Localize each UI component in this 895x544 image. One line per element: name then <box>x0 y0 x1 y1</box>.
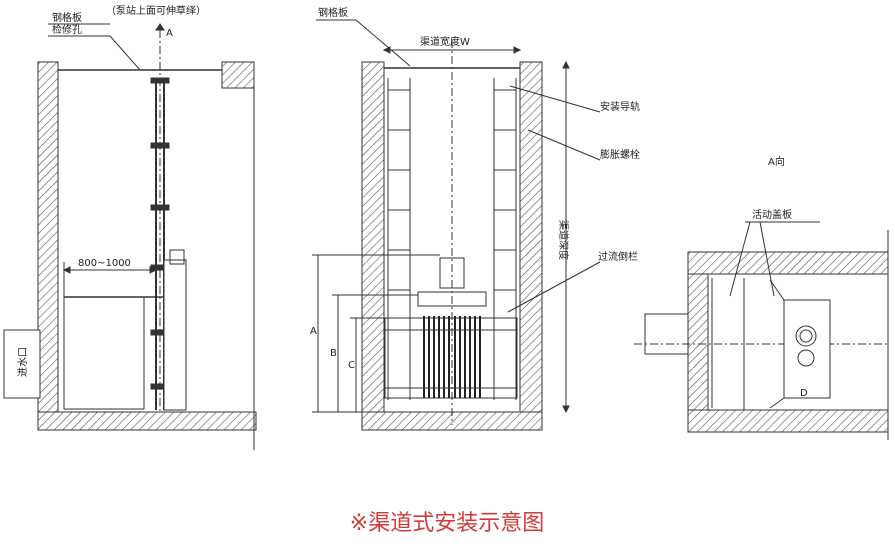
right-movable-cover-label: 活动盖板 <box>752 208 792 221</box>
middle-grinder-frame <box>384 317 518 399</box>
left-dim-label: 800~1000 <box>78 258 131 269</box>
middle-guide-rail-label: 安装导轨 <box>600 100 640 113</box>
figure-caption: ※渠道式安装示意图 <box>350 511 544 536</box>
right-wall-top <box>687 251 889 275</box>
middle-channel-width-label: 渠道宽度W <box>420 35 470 48</box>
left-wall-left <box>37 61 59 413</box>
right-pump-box <box>783 299 831 399</box>
middle-ladder-left <box>387 78 411 400</box>
middle-wall-left <box>361 61 385 413</box>
left-section-view <box>3 23 257 450</box>
middle-overflow-rail-label: 过流倒栏 <box>598 250 638 263</box>
left-direction-label: A <box>166 28 173 39</box>
middle-ladder-right <box>493 78 517 400</box>
left-inlet-pipe <box>3 329 41 399</box>
right-d-label: D <box>800 388 808 399</box>
left-pump-motor <box>169 249 185 265</box>
middle-pump-motor <box>439 257 465 289</box>
left-inlet-label: 进水口 <box>17 347 29 377</box>
middle-section-view <box>312 19 601 431</box>
left-pump-body <box>163 259 187 411</box>
right-plan-view <box>634 221 889 440</box>
middle-dim-c-label: C <box>348 360 355 371</box>
right-view-title: A向 <box>768 155 785 168</box>
middle-expansion-bolt-label: 膨胀螺栓 <box>600 148 640 161</box>
left-arrow-a <box>155 23 165 31</box>
left-access-hole-label: 检修孔 <box>52 23 82 36</box>
left-inlet-box <box>63 296 145 410</box>
right-wall-bottom <box>687 409 889 433</box>
middle-channel-depth-label: 渠道深度 <box>557 220 570 260</box>
right-pump-outlet <box>795 325 817 347</box>
middle-wall-right <box>519 61 543 413</box>
right-inlet-pipe <box>644 313 689 355</box>
middle-steel-grating-label: 钢格板 <box>318 6 348 19</box>
left-wall-bottom <box>37 411 257 431</box>
middle-dim-b-label: B <box>330 348 337 359</box>
middle-dim-a-label: A <box>310 326 317 337</box>
left-note-label: （泵站上面可伸草绎） <box>106 4 206 17</box>
left-wall-right-top <box>221 61 255 89</box>
right-wall-left <box>687 273 709 411</box>
left-steel-grating-label: 钢格板 <box>52 11 82 24</box>
